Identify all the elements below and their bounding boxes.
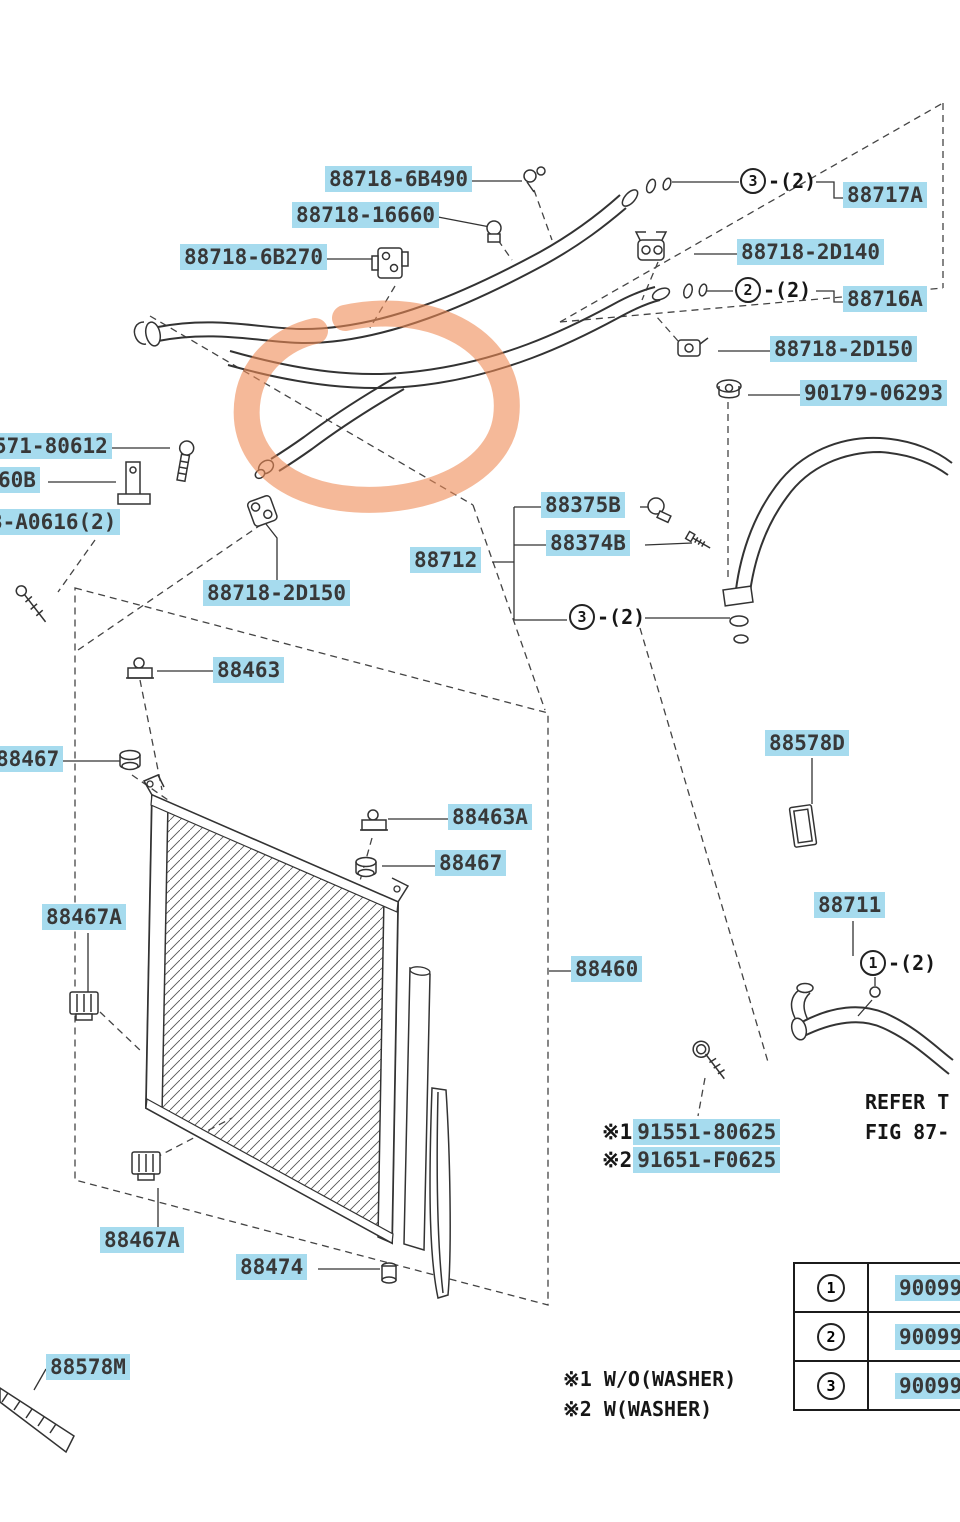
circled-number: 3 <box>817 1371 845 1400</box>
callout-qty-3-top: 3-(2) <box>740 168 816 194</box>
part-label-88467A-left: 88467A <box>42 904 126 930</box>
part-number-link[interactable]: 88716A <box>843 286 927 312</box>
part-label-88718-6B490: 88718-6B490 <box>325 166 473 192</box>
callout-quantity-suffix: -(2) <box>763 278 812 302</box>
condenser-drawing <box>142 774 431 1252</box>
callout-circle-number: 1 <box>860 950 886 976</box>
part-label-88467A-bottom: 88467A <box>100 1227 184 1253</box>
part-label-88578M: 88578M <box>46 1354 130 1380</box>
part-number-link[interactable]: 88718-2D150 <box>770 336 918 362</box>
part-label-88717A: 88717A <box>843 182 927 208</box>
part-number-link[interactable]: 91651-F0625 <box>633 1147 781 1173</box>
callout-quantity-suffix: -(2) <box>888 951 937 975</box>
part-number-link[interactable]: 91551-80625 <box>633 1119 781 1145</box>
part-label-571-80612: 571-80612 <box>0 433 112 459</box>
part-number-link[interactable]: 88578D <box>765 730 849 756</box>
part-number-link[interactable]: 88711 <box>814 892 886 918</box>
table-row: 2 90099 <box>795 1313 960 1362</box>
table-row-number: 1 <box>795 1264 869 1311</box>
part-number-link[interactable]: 571-80612 <box>0 433 112 459</box>
part-number-link[interactable]: 88718-16660 <box>292 202 440 228</box>
table-row: 1 90099 <box>795 1264 960 1313</box>
part-number-link[interactable]: 88474 <box>236 1254 308 1280</box>
part-number-link[interactable]: 90099 <box>895 1323 960 1350</box>
part-number-link[interactable]: 88578M <box>46 1354 130 1380</box>
part-number-link[interactable]: 88467A <box>42 904 126 930</box>
text-legend-1: ※1 W/O(WASHER) <box>563 1367 737 1391</box>
callout-quantity-suffix: -(2) <box>597 605 646 629</box>
part-label-prefix: ※1 <box>602 1120 633 1144</box>
text-fig-87: FIG 87- <box>865 1120 950 1144</box>
part-label-88463: 88463 <box>213 657 285 683</box>
part-number-link[interactable]: 90179-06293 <box>800 380 948 406</box>
part-label-88718-6B270: 88718-6B270 <box>180 244 328 270</box>
small-parts-drawing <box>0 166 818 1454</box>
highlight-annotation <box>233 300 520 513</box>
part-label-88467-left: 88467 <box>0 746 64 772</box>
leader-lines <box>33 180 876 1391</box>
part-number-link[interactable]: 90099 <box>895 1274 960 1301</box>
callout-qty-3-mid: 3-(2) <box>569 604 645 630</box>
table-row-part: 90099 <box>895 1274 960 1301</box>
part-number-link[interactable]: 88718-6B490 <box>325 166 473 192</box>
table-row: 3 90099 <box>795 1362 960 1409</box>
part-label-88718-2D140: 88718-2D140 <box>737 239 885 265</box>
part-number-link[interactable]: 88460 <box>571 956 643 982</box>
table-row-part: 90099 <box>895 1323 960 1350</box>
part-label-88718-16660: 88718-16660 <box>292 202 440 228</box>
part-number-link[interactable]: 60B <box>0 467 40 493</box>
part-number-link[interactable]: 88467 <box>0 746 64 772</box>
parts-table: 1 90099 2 90099 3 90099 <box>793 1262 960 1411</box>
part-label-88374B: 88374B <box>546 530 630 556</box>
table-row-part: 90099 <box>895 1372 960 1399</box>
callout-circle-number: 3 <box>569 604 595 630</box>
part-number-link[interactable]: 90099 <box>895 1372 960 1399</box>
circled-number: 1 <box>817 1273 845 1302</box>
part-number-link[interactable]: 88718-6B270 <box>180 244 328 270</box>
circled-number: 2 <box>817 1322 845 1351</box>
part-number-link[interactable]: 88718-2D150 <box>203 580 351 606</box>
part-number-link[interactable]: 88463 <box>213 657 285 683</box>
part-label-88718-2D150-mid: 88718-2D150 <box>203 580 351 606</box>
part-number-link[interactable]: 8-A0616(2) <box>0 509 121 535</box>
part-label-88460: 88460 <box>571 956 643 982</box>
part-label-88463A: 88463A <box>448 804 532 830</box>
callout-quantity-suffix: -(2) <box>768 169 817 193</box>
part-number-link[interactable]: 88463A <box>448 804 532 830</box>
part-number-link[interactable]: 88467 <box>435 850 507 876</box>
callout-qty-2: 2-(2) <box>735 277 811 303</box>
part-number-link[interactable]: 88712 <box>410 547 482 573</box>
part-number-link[interactable]: 88718-2D140 <box>737 239 885 265</box>
part-label-88716A: 88716A <box>843 286 927 312</box>
part-label-88375B: 88375B <box>541 492 625 518</box>
part-label-88712: 88712 <box>410 547 482 573</box>
part-label-88578D: 88578D <box>765 730 849 756</box>
table-row-number: 2 <box>795 1313 869 1360</box>
table-row-number: 3 <box>795 1362 869 1409</box>
callout-qty-1: 1-(2) <box>860 950 936 976</box>
part-label-60B: 60B <box>0 467 40 493</box>
callout-circle-number: 2 <box>735 277 761 303</box>
part-label-88467-mid: 88467 <box>435 850 507 876</box>
part-number-link[interactable]: 88717A <box>843 182 927 208</box>
part-label-88474: 88474 <box>236 1254 308 1280</box>
part-label-88718-2D150-right: 88718-2D150 <box>770 336 918 362</box>
part-label-90179-06293: 90179-06293 <box>800 380 948 406</box>
part-number-link[interactable]: 88375B <box>541 492 625 518</box>
text-legend-2: ※2 W(WASHER) <box>563 1397 713 1421</box>
part-label-88711: 88711 <box>814 892 886 918</box>
part-number-link[interactable]: 88467A <box>100 1227 184 1253</box>
part-label-prefix: ※2 <box>602 1148 633 1172</box>
text-refer-to: REFER T <box>865 1090 950 1114</box>
part-number-link[interactable]: 88374B <box>546 530 630 556</box>
callout-circle-number: 3 <box>740 168 766 194</box>
ac-pipes-drawing <box>133 177 954 1075</box>
part-label-A0616: 8-A0616(2) <box>0 509 121 535</box>
